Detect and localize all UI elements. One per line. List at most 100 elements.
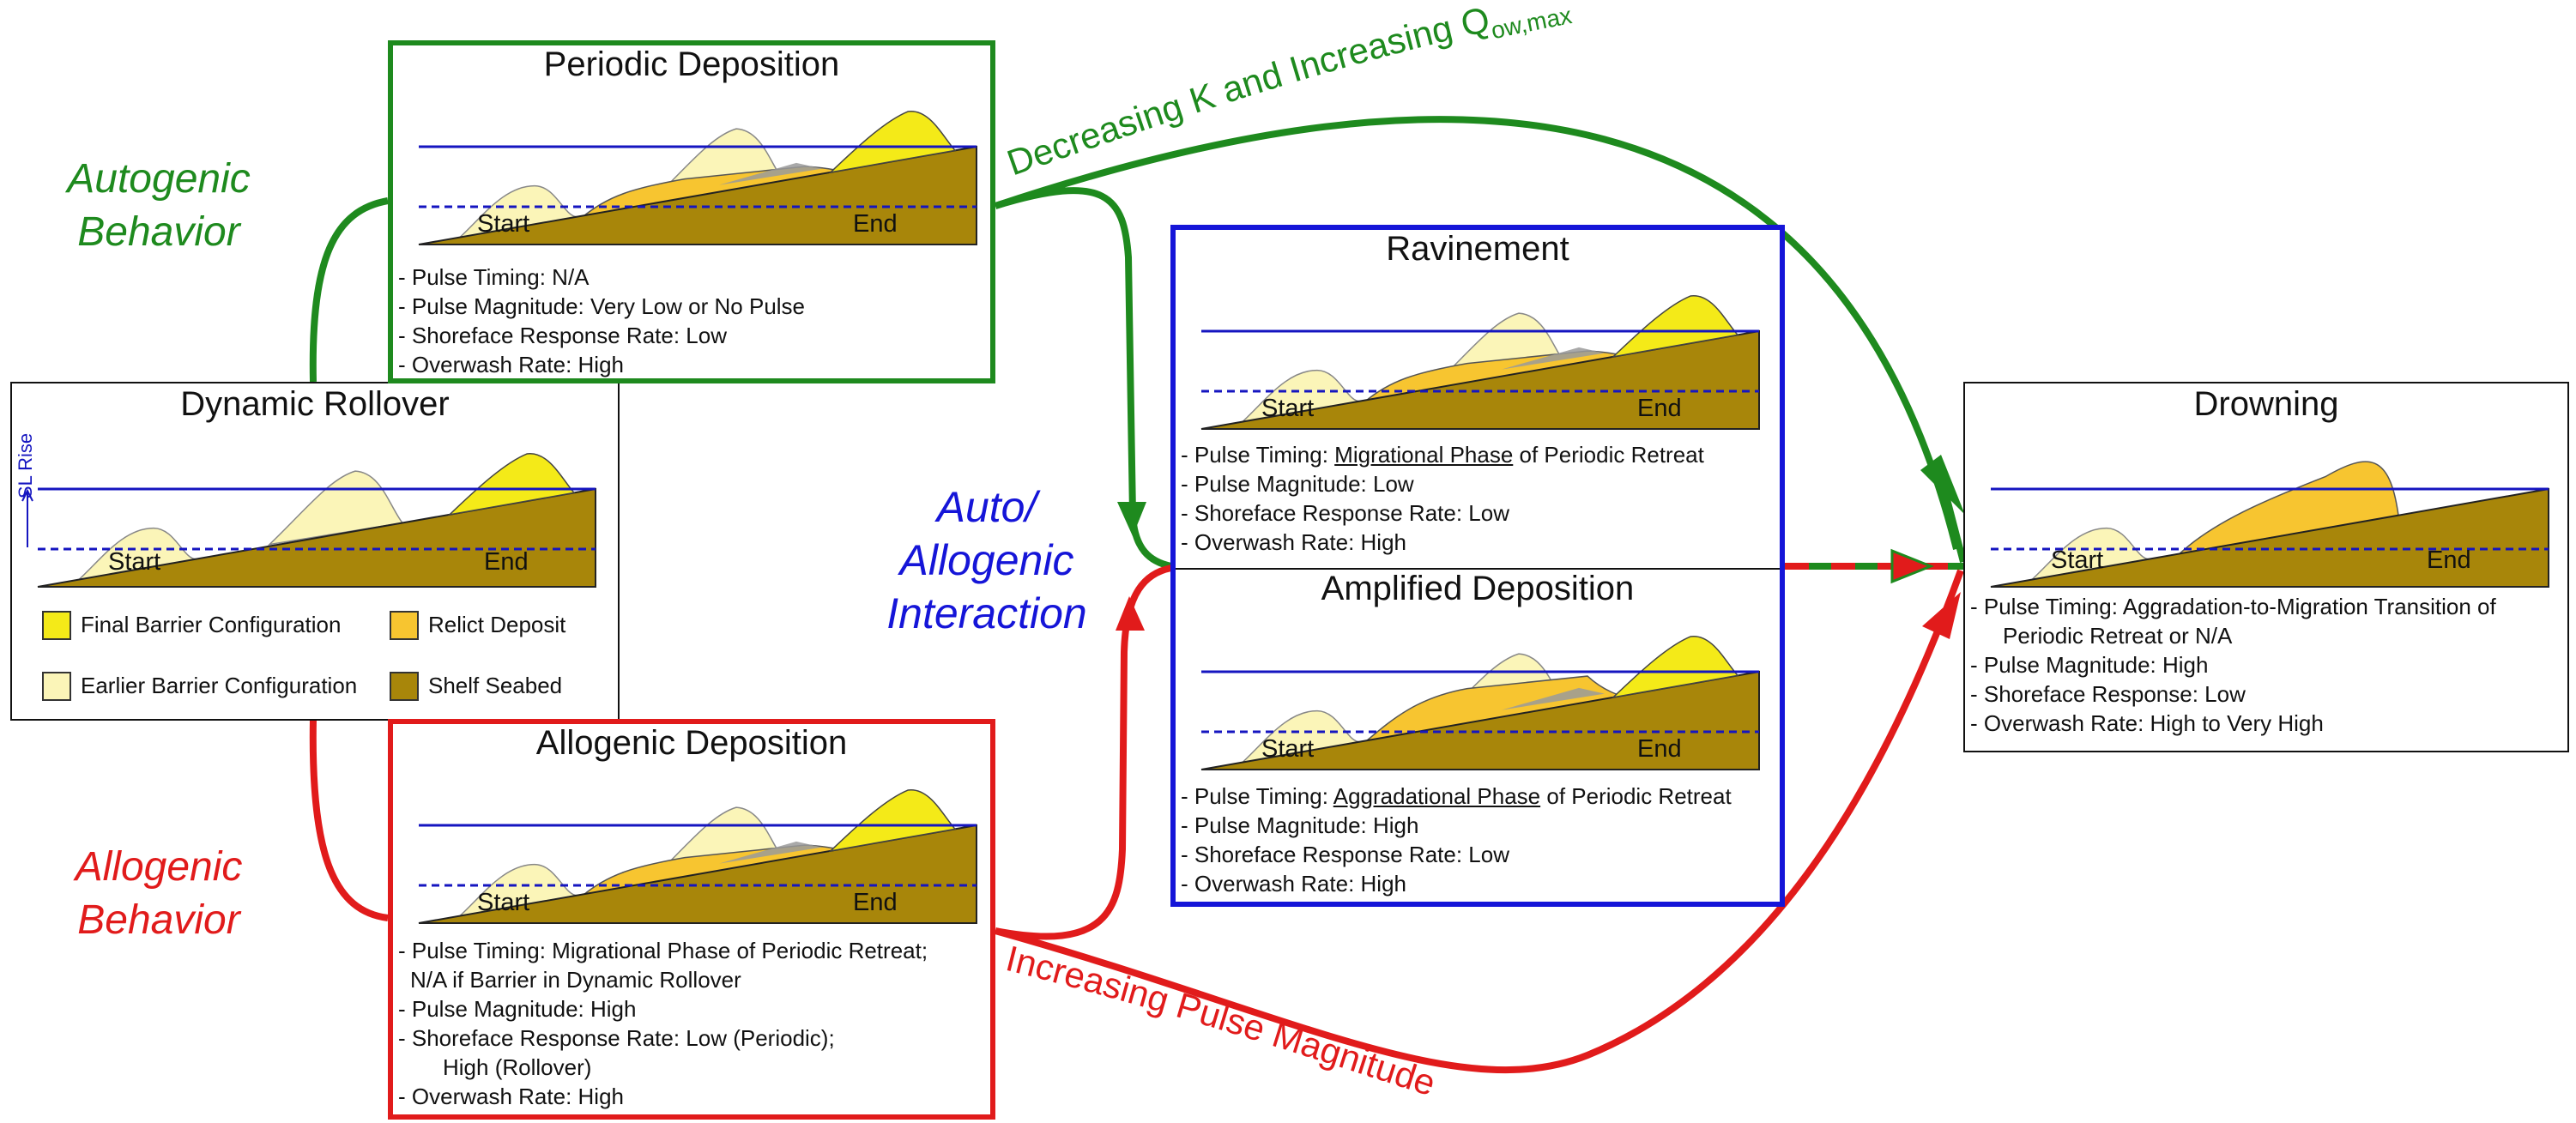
drowning-bullet-5: - Overwash Rate: High to Very High xyxy=(1970,710,2324,736)
rollover-diagram xyxy=(21,453,596,588)
allogenic-diagram xyxy=(418,789,977,924)
allogenic-bullet-5: High (Rollover) xyxy=(443,1054,592,1080)
allogenic-start-label: Start xyxy=(477,889,530,916)
ravinement-wedge-shape xyxy=(719,841,822,864)
legend-earlier-swatch xyxy=(42,672,71,701)
allogenic-connector xyxy=(309,718,389,921)
dynamic-rollover-box: Dynamic Rollover Start End Final Barrier… xyxy=(10,382,620,721)
ravinement-diagram xyxy=(1200,295,1760,430)
drowning-start-label: Start xyxy=(2051,546,2104,574)
allogenic-title: Allogenic Deposition xyxy=(535,724,848,762)
allogenic-deposition-box: Allogenic Deposition Start End - Pulse T… xyxy=(388,719,995,1120)
periodic-bullet-2: - Pulse Magnitude: Very Low or No Pulse xyxy=(398,293,806,319)
middle-arrowhead xyxy=(1890,548,1935,584)
interaction-line2: Allogenic xyxy=(899,536,1074,584)
amplified-end-label: End xyxy=(1637,735,1682,763)
autogenic-connector xyxy=(309,197,389,383)
drowning-bullet-3: - Pulse Magnitude: High xyxy=(1970,652,2209,678)
periodic-end-label: End xyxy=(853,210,898,238)
earlier-barrier-shape xyxy=(76,527,197,581)
amplified-timing-prefix: - Pulse Timing: xyxy=(1181,783,1333,809)
bottom-arrow-label: Increasing Pulse Magnitude xyxy=(1002,938,1441,1103)
interaction-divider xyxy=(1176,568,1780,570)
earlier-barrier-shape xyxy=(1240,709,1361,764)
drowning-bullet-2: Periodic Retreat or N/A xyxy=(2003,623,2233,649)
periodic-to-interaction-path xyxy=(994,187,1172,570)
allogenic-bullet-3: - Pulse Magnitude: High xyxy=(398,996,637,1022)
amplified-timing-suffix: of Periodic Retreat xyxy=(1540,783,1732,809)
earlier-barrier-shape xyxy=(1240,369,1361,423)
allogenic-bullet-4: - Shoreface Response Rate: Low (Periodic… xyxy=(398,1025,835,1051)
ravinement-bullet-4: - Overwash Rate: High xyxy=(1181,529,1406,555)
amplified-bullet-2: - Pulse Magnitude: High xyxy=(1181,812,1419,838)
drowning-bullet-4: - Shoreface Response: Low xyxy=(1970,681,2246,707)
legend-relict-swatch xyxy=(390,611,419,640)
drowning-bullets: - Pulse Timing: Aggradation-to-Migration… xyxy=(1970,592,2496,738)
sl-rise-label: SL Rise xyxy=(15,432,37,499)
relict-deposit-shape xyxy=(2177,461,2399,555)
periodic-title: Periodic Deposition xyxy=(543,45,840,83)
interaction-label: Auto/ Allogenic Interaction xyxy=(858,480,1116,640)
legend-final-label: Final Barrier Configuration xyxy=(81,612,342,637)
earlier-barrier-shape xyxy=(457,184,578,238)
periodic-bullet-3: - Shoreface Response Rate: Low xyxy=(398,323,727,348)
drowning-green-tail xyxy=(1938,474,1967,564)
interaction-line3: Interaction xyxy=(886,589,1087,637)
red-arrowhead-drowning xyxy=(1922,592,1961,639)
allogenic-bullets: - Pulse Timing: Migrational Phase of Per… xyxy=(398,936,928,1111)
red-arrowhead-interaction xyxy=(1116,596,1145,631)
amplified-bullets: - Pulse Timing: Aggradational Phase of P… xyxy=(1181,782,1732,898)
ravinement-wedge-shape xyxy=(1502,687,1605,710)
autogenic-behavior-label: Autogenic Behavior xyxy=(60,153,257,259)
periodic-to-drowning-path xyxy=(994,116,1960,550)
ravinement-wedge-shape xyxy=(719,162,822,185)
allogenic-panel xyxy=(418,789,977,924)
top-arrow-text: Decreasing K and Increasing Q xyxy=(1002,0,1494,183)
ravinement-timing-underlined: Migrational Phase xyxy=(1334,442,1514,468)
periodic-bullets: - Pulse Timing: N/A - Pulse Magnitude: V… xyxy=(398,263,805,379)
allogenic-bullet-6: - Overwash Rate: High xyxy=(398,1084,624,1109)
ravinement-panel xyxy=(1200,295,1760,430)
periodic-deposition-box: Periodic Deposition Start End - Pulse Ti… xyxy=(388,40,995,383)
legend-final-swatch xyxy=(42,611,71,640)
amplified-start-label: Start xyxy=(1261,735,1315,763)
autogenic-line1: Autogenic xyxy=(67,156,251,202)
periodic-bullet-4: - Overwash Rate: High xyxy=(398,352,624,377)
ravinement-title: Ravinement xyxy=(1386,230,1569,268)
drowning-end-label: End xyxy=(2427,546,2471,574)
green-arrowhead-interaction xyxy=(1117,502,1146,536)
allogenic-to-interaction-path xyxy=(995,565,1172,940)
ravinement-start-label: Start xyxy=(1261,395,1315,422)
interaction-line1: Auto/ xyxy=(936,483,1037,531)
amplified-diagram xyxy=(1200,636,1760,770)
top-arrow-label: Decreasing K and Increasing Qow,max xyxy=(1002,0,1575,183)
legend-relict-label: Relict Deposit xyxy=(428,612,566,637)
amplified-bullet-4: - Overwash Rate: High xyxy=(1181,871,1406,897)
drowning-bullet-1: - Pulse Timing: Aggradation-to-Migration… xyxy=(1970,594,2496,619)
amplified-title: Amplified Deposition xyxy=(1321,570,1635,607)
dynamic-rollover-title: Dynamic Rollover xyxy=(180,385,450,423)
ravinement-bullet-2: - Pulse Magnitude: Low xyxy=(1181,471,1414,497)
legend-shelf-swatch xyxy=(390,672,419,701)
amplified-panel xyxy=(1200,636,1760,770)
periodic-diagram xyxy=(418,111,977,245)
allogenic-bullet-2: N/A if Barrier in Dynamic Rollover xyxy=(410,967,741,993)
periodic-start-label: Start xyxy=(477,210,530,238)
allogenic-line2: Behavior xyxy=(77,897,240,943)
ravinement-bullet-1: - Pulse Timing: Migrational Phase of Per… xyxy=(1181,440,1704,469)
amplified-timing-underlined: Aggradational Phase xyxy=(1333,783,1541,809)
shelf-seabed-shape xyxy=(1990,487,2549,588)
rollover-panel xyxy=(21,453,596,588)
drowning-diagram xyxy=(1990,461,2549,588)
ravinement-timing-suffix: of Periodic Retreat xyxy=(1513,442,1704,468)
allogenic-behavior-label: Allogenic Behavior xyxy=(56,841,262,947)
bottom-arrow-text: Increasing Pulse Magnitude xyxy=(1002,938,1441,1103)
drowning-box: Drowning Start End - Pulse Timing: Aggra… xyxy=(1963,382,2569,752)
amplified-bullet-1: - Pulse Timing: Aggradational Phase of P… xyxy=(1181,782,1732,811)
top-arrow-subscript: ow,max xyxy=(1489,2,1574,44)
allogenic-to-drowning-path xyxy=(994,569,1964,1073)
sl-rise-arrowhead xyxy=(21,488,33,502)
legend-shelf-label: Shelf Seabed xyxy=(428,673,563,698)
earlier-barrier-shape xyxy=(2029,527,2150,581)
